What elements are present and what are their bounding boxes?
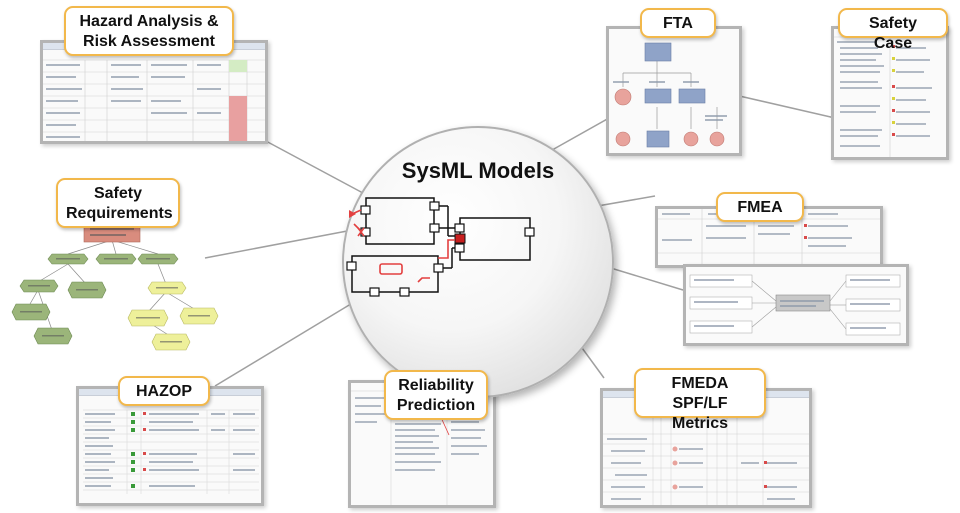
fta-tree-thumbnail (606, 26, 742, 156)
label-safety-requirements: Safety Requirements (56, 178, 180, 228)
label-fmeda: FMEDA SPF/LF Metrics (634, 368, 766, 432)
hazop-table-graphic (83, 409, 259, 494)
label-hazop: HAZOP (118, 376, 210, 406)
label-hazop-text: HAZOP (136, 383, 192, 400)
sysml-block-diagram (346, 197, 535, 297)
sysml-block-right (459, 217, 531, 261)
connector-safety-requirements (204, 227, 364, 259)
label-reliability: Reliability Prediction (384, 370, 488, 420)
label-hara: Hazard Analysis & Risk Assessment (64, 6, 234, 56)
fmea-graph-graphic (689, 274, 901, 336)
label-hara-text: Hazard Analysis & Risk Assessment (79, 13, 219, 50)
sysml-block-upper (365, 197, 435, 245)
sysml-block-lower (351, 255, 439, 293)
safety-requirements-graph (11, 221, 219, 351)
safety-case-thumbnail (831, 26, 949, 160)
label-fmeda-line2: SPF/LF Metrics (671, 395, 729, 432)
fmea-graph-thumbnail (683, 264, 909, 346)
label-safety-case-text: Safety Case (868, 15, 918, 52)
safety-case-graphic (834, 36, 946, 157)
label-fmeda-line1: FMEDA (671, 375, 729, 392)
connector-hazop (214, 289, 375, 387)
label-safety-requirements-text: Safety Requirements (66, 185, 173, 222)
connector-hara (263, 139, 377, 201)
label-reliability-text: Reliability Prediction (396, 377, 476, 414)
fmeda-table-graphic (603, 412, 809, 505)
sysml-models-hub: SysML Models (342, 126, 614, 398)
label-fta-text: FTA (663, 15, 693, 32)
label-fmea-text: FMEA (737, 199, 783, 216)
fta-tree-graphic (613, 42, 727, 148)
center-title: SysML Models (401, 158, 555, 183)
hara-table-graphic (43, 59, 265, 141)
label-safety-case: Safety Case (838, 8, 948, 52)
label-fta: FTA (640, 8, 716, 38)
label-fmea: FMEA (716, 192, 804, 222)
